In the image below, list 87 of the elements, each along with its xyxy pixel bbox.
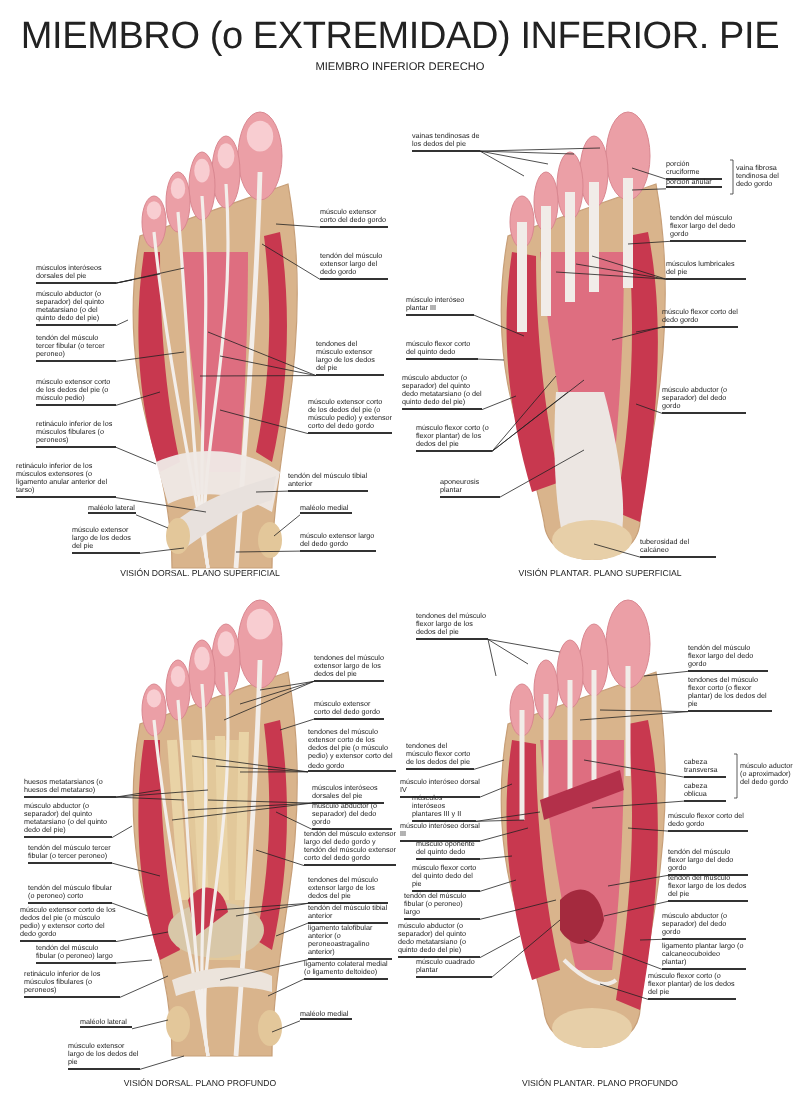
leader-line — [583, 759, 685, 778]
leader-line — [111, 862, 161, 877]
leader-line — [473, 314, 525, 337]
leader-line — [631, 167, 667, 180]
leader-line — [593, 543, 641, 558]
leader-line — [607, 874, 669, 887]
leader-line — [239, 771, 309, 773]
leader-line — [479, 827, 529, 842]
leader-line — [627, 827, 669, 832]
foot-muscle-drawing — [132, 599, 298, 1057]
leader-line — [499, 449, 585, 498]
poster-title: MIEMBRO (o EXTREMIDAD) INFERIOR. PIE — [18, 16, 782, 60]
leader-line — [479, 147, 601, 152]
leader-line — [275, 223, 321, 228]
leader-line — [479, 899, 557, 920]
leader-line — [115, 796, 185, 801]
leader-line — [131, 1019, 169, 1030]
leader-line — [255, 849, 305, 866]
leader-line — [481, 395, 517, 410]
leader-line — [591, 800, 685, 809]
leader-line — [207, 331, 317, 376]
leader-line — [115, 351, 185, 362]
leader-line — [275, 811, 313, 830]
leader-line — [487, 638, 497, 677]
leader-line — [111, 825, 133, 838]
leader-line — [187, 802, 313, 811]
leader-line — [115, 789, 209, 798]
leader-line — [261, 243, 321, 280]
leader-line — [479, 150, 525, 177]
leader-line — [207, 799, 313, 804]
leader-line — [279, 718, 315, 731]
leader-line — [487, 638, 561, 653]
leader-line — [115, 931, 169, 942]
leader-line — [199, 375, 317, 377]
leader-line — [555, 271, 667, 280]
leader-line — [267, 978, 305, 997]
leader-line — [119, 975, 169, 998]
leader-line — [235, 902, 309, 917]
leader-line — [215, 902, 309, 911]
leader-line — [479, 150, 549, 165]
leader-line — [475, 819, 525, 822]
leader-line — [487, 638, 529, 665]
leader-line — [491, 379, 585, 452]
leader-line — [473, 759, 505, 770]
leader-line — [115, 319, 129, 326]
leader-line — [491, 375, 557, 452]
leader-line — [579, 711, 689, 721]
leader-line — [115, 391, 161, 406]
leader-line — [643, 670, 689, 677]
leader-line — [477, 358, 505, 361]
leader-line — [171, 802, 313, 821]
leader-line — [479, 855, 513, 860]
leader-line — [599, 983, 649, 1000]
leader-line — [115, 267, 185, 284]
leader-line — [235, 550, 301, 553]
leader-line — [239, 680, 315, 705]
leader-line — [479, 935, 521, 958]
leader-line — [111, 902, 149, 917]
leader-line — [275, 922, 309, 937]
leader-line — [255, 490, 289, 493]
leader-line — [479, 879, 517, 892]
leader-line — [271, 1020, 301, 1033]
leader-line — [139, 1055, 185, 1070]
leader-line — [491, 919, 561, 978]
leader-line — [273, 514, 301, 537]
leader-line — [259, 680, 315, 691]
leader-line — [115, 446, 157, 465]
leader-line — [219, 355, 317, 376]
leader-line — [475, 811, 541, 822]
leader-line — [635, 326, 663, 333]
leader-line — [479, 783, 513, 798]
leader-line — [115, 959, 153, 964]
leader-line — [631, 188, 667, 191]
leader-line — [115, 497, 207, 513]
leader-line — [591, 255, 667, 280]
leader-line — [627, 240, 671, 245]
leader-line — [191, 755, 309, 773]
leader-line — [135, 514, 169, 529]
leader-line — [219, 409, 309, 434]
leader-line — [223, 680, 315, 721]
leader-line — [611, 326, 663, 341]
leader-line — [219, 959, 309, 981]
leader-line — [583, 939, 663, 970]
leader-line — [139, 547, 185, 554]
leader-line — [635, 403, 663, 414]
leader-line — [639, 938, 663, 941]
leader-line — [603, 900, 669, 917]
